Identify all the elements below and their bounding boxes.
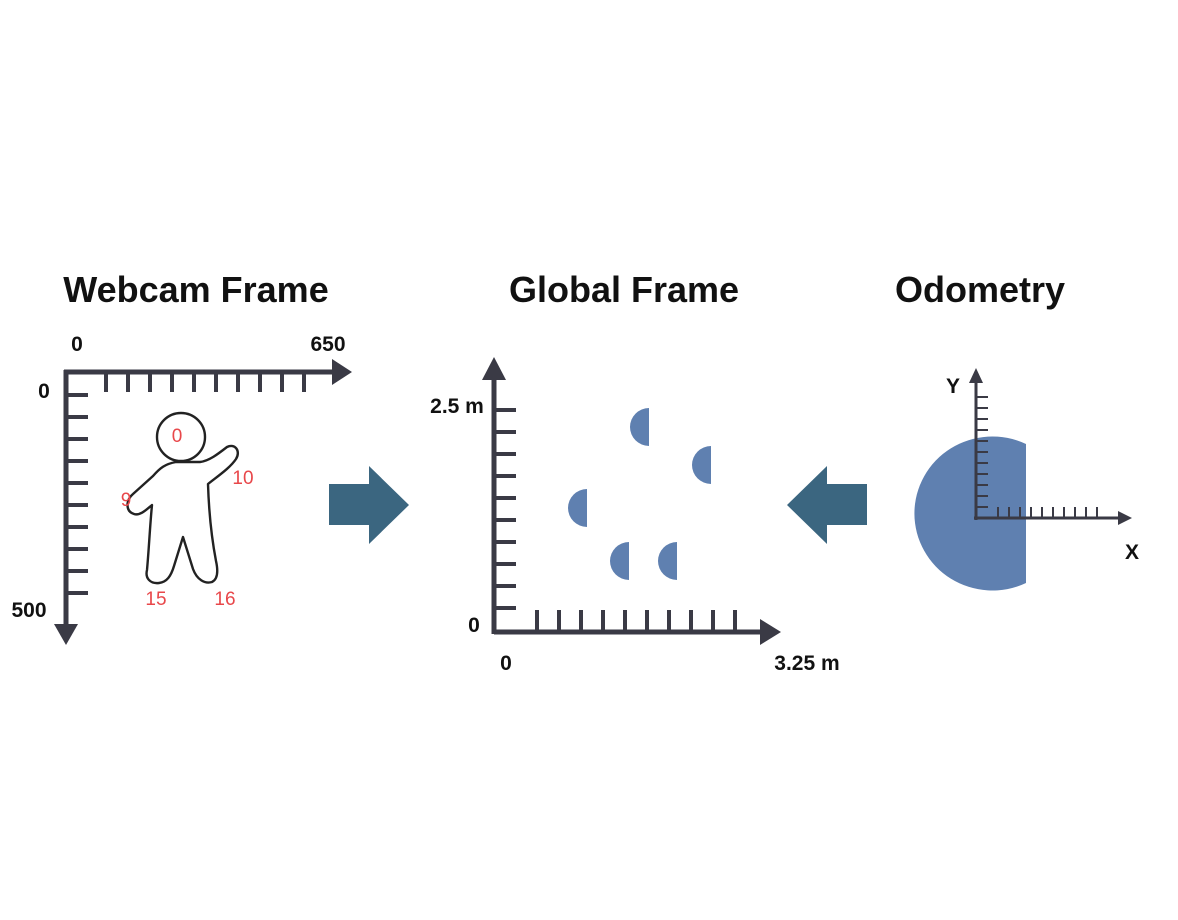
webcam-frame-title: Webcam Frame (63, 269, 328, 310)
keypoint-label-right-foot: 16 (214, 589, 235, 610)
global-x-ticks (535, 610, 737, 632)
webcam-x-max-label: 650 (310, 333, 345, 356)
robot-marker (630, 408, 649, 446)
global-frame-title: Global Frame (509, 269, 739, 310)
arrow-left-icon (787, 466, 867, 544)
odometry-y-ticks (976, 396, 988, 508)
webcam-x-axis-arrowhead (332, 359, 352, 385)
webcam-y-max-label: 500 (11, 599, 46, 622)
global-frame-panel: 2.5 m 0 0 3.25 m (430, 357, 840, 675)
global-x-origin-label: 0 (500, 652, 512, 675)
webcam-y-axis-arrowhead (54, 624, 78, 645)
webcam-axes (54, 359, 352, 645)
global-x-max-label: 3.25 m (774, 652, 839, 675)
robot-body-shape (914, 436, 1026, 591)
global-y-origin-label: 0 (468, 614, 480, 637)
odometry-y-axis-label: Y (946, 375, 960, 398)
odometry-panel: Y X (914, 368, 1139, 591)
webcam-y-ticks (66, 393, 88, 595)
odometry-axes (969, 368, 1132, 525)
global-y-ticks (494, 408, 516, 610)
person-body-outline (126, 444, 240, 585)
webcam-x-origin-label: 0 (71, 333, 83, 356)
global-y-max-label: 2.5 m (430, 395, 484, 418)
odometry-x-axis-arrowhead (1118, 511, 1132, 525)
odometry-title: Odometry (895, 269, 1065, 310)
robot-marker (658, 542, 677, 580)
arrow-right-icon (329, 466, 409, 544)
robot-marker (568, 489, 587, 527)
robot-markers (568, 408, 711, 580)
robot-marker (610, 542, 629, 580)
odometry-y-axis-arrowhead (969, 368, 983, 383)
global-x-axis-arrowhead (760, 619, 781, 645)
person-figure (126, 411, 240, 585)
webcam-x-ticks (104, 372, 306, 392)
keypoint-label-right-hand: 10 (232, 468, 253, 489)
odometry-x-axis-label: X (1125, 541, 1139, 564)
keypoint-label-left-foot: 15 (145, 589, 166, 610)
robot-marker (692, 446, 711, 484)
webcam-frame-panel: 0 650 0 500 0 9 10 15 16 (11, 333, 352, 645)
odometry-x-ticks (997, 507, 1098, 518)
webcam-y-origin-label: 0 (38, 380, 50, 403)
global-y-axis-arrowhead (482, 357, 506, 380)
global-axes (482, 357, 781, 645)
keypoint-label-head: 0 (172, 426, 183, 447)
keypoint-label-left-hand: 9 (121, 490, 132, 511)
